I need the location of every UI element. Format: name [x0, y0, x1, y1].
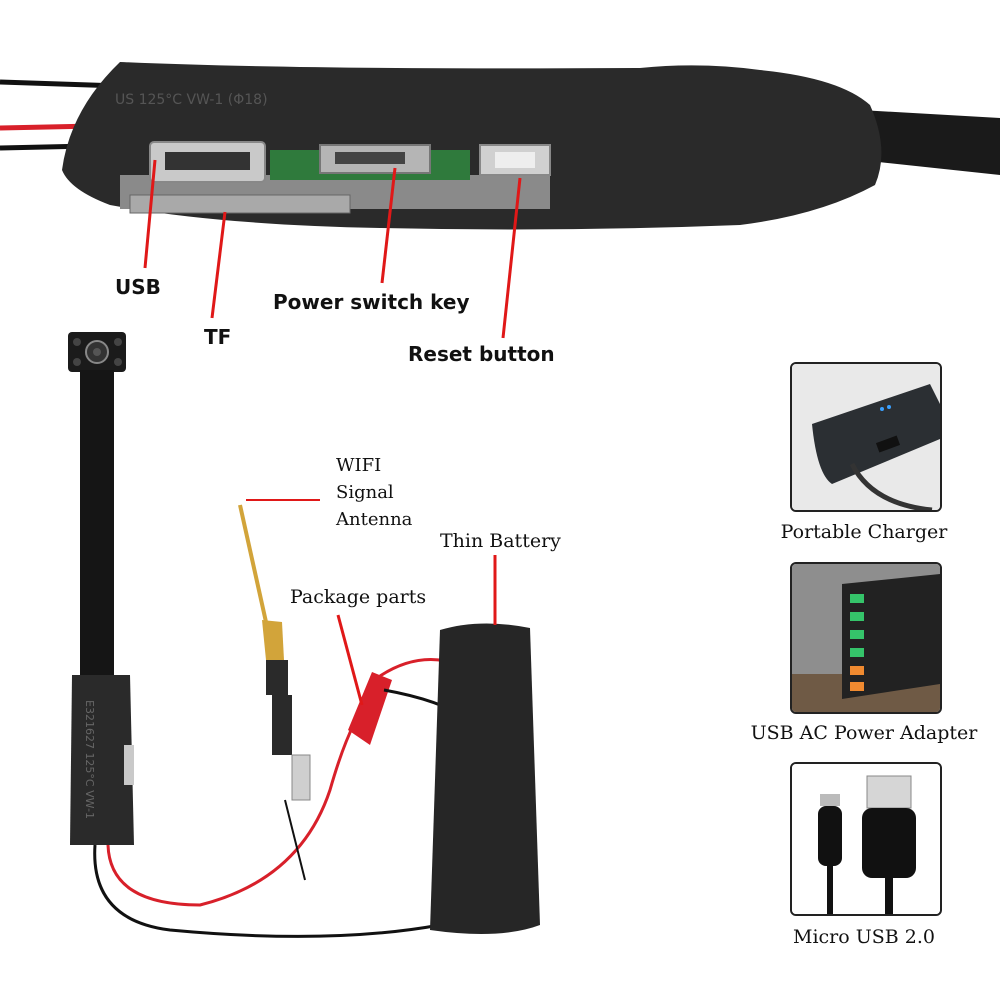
module-red-wire: [106, 698, 372, 907]
camera-ribbon: [80, 370, 114, 675]
usb-adapter-card: [790, 562, 942, 714]
portable-charger-caption: Portable Charger: [780, 521, 948, 543]
micro-usb-opening: [165, 152, 250, 170]
portable-charger-card: [790, 362, 942, 512]
module-port: [124, 745, 134, 785]
antenna-sleeve: [266, 660, 288, 695]
micro-usb-cable-icon: [792, 764, 940, 914]
antenna-lead: [284, 799, 306, 881]
antenna-connector: [272, 695, 292, 755]
power-switch-key-label: Power switch key: [273, 290, 470, 314]
wifi-line-2: Signal: [336, 482, 394, 503]
usb-charging-station-icon: [792, 564, 940, 712]
antenna-coil: [262, 620, 284, 660]
package-parts-label: Package parts: [290, 586, 427, 608]
usb-pointer: [143, 159, 157, 269]
board-print: US 125°C VW-1 (Φ18): [115, 92, 268, 108]
ir-led-3: [73, 358, 81, 366]
ribbon-cable: [860, 110, 1000, 175]
tf-label: TF: [204, 325, 232, 349]
thin-battery-label: Thin Battery: [440, 530, 561, 552]
antenna-tip: [291, 754, 311, 801]
power-switch-slot: [335, 152, 405, 164]
reset-button-cap: [495, 152, 535, 168]
usb-label: USB: [115, 275, 161, 299]
ir-led-2: [114, 338, 122, 346]
module-board: [70, 675, 134, 845]
reset-button-label: Reset button: [408, 342, 555, 366]
thin-battery-body: [430, 623, 540, 934]
micro-usb-caption: Micro USB 2.0: [793, 926, 935, 948]
jst-connector: [348, 672, 392, 745]
antenna-wire: [238, 504, 272, 641]
power-bank-icon: [792, 364, 940, 510]
module-print: E321627 125°C VW-1: [83, 700, 96, 819]
usb-adapter-caption: USB AC Power Adapter: [750, 722, 978, 744]
ir-led-4: [114, 358, 122, 366]
camera-lens-center: [93, 348, 101, 356]
package-pointer: [336, 614, 364, 706]
power-switch-pointer: [380, 167, 397, 284]
module-black-wire: [93, 844, 441, 938]
reset-pointer: [501, 177, 522, 339]
micro-usb-card: [790, 762, 942, 916]
wifi-line-1: WIFI: [336, 455, 382, 476]
ir-led-1: [73, 338, 81, 346]
wifi-antenna-label: WIFI Signal Antenna: [336, 452, 412, 533]
wifi-line-3: Antenna: [336, 509, 413, 530]
tf-pointer: [210, 211, 227, 319]
tf-slot: [129, 194, 351, 214]
